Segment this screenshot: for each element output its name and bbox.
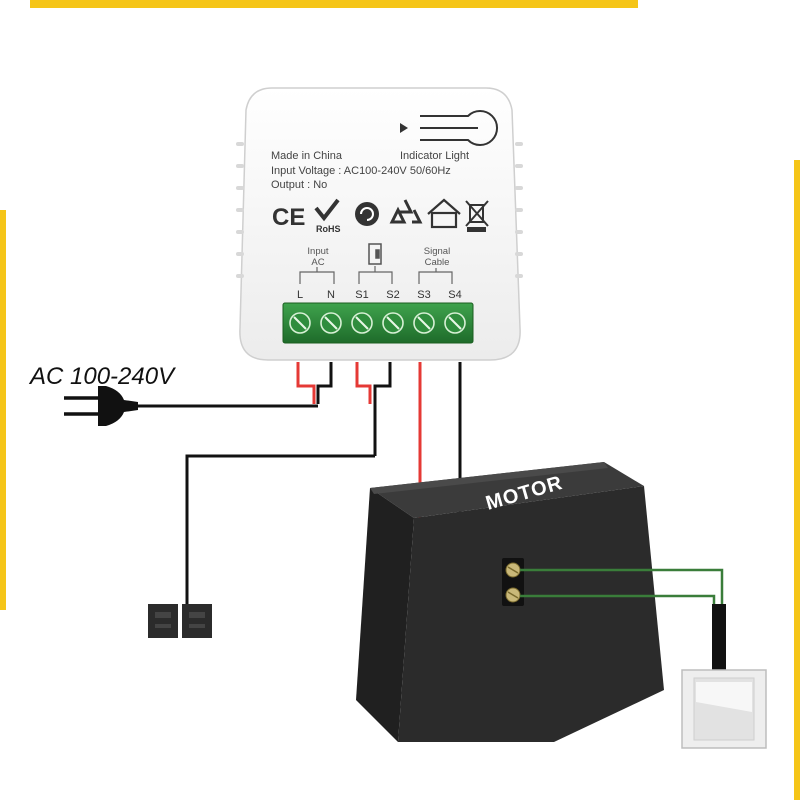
wire-sensor-cable	[185, 454, 375, 612]
supply-voltage-label: AC 100-240V	[28, 363, 176, 390]
svg-text:RoHS: RoHS	[316, 224, 341, 234]
wire-n-black	[316, 362, 333, 404]
input-ac-label-2: AC	[311, 257, 324, 268]
terminal-brackets	[299, 266, 453, 284]
accent-bar-top	[30, 0, 638, 8]
wire-s1-red	[355, 362, 372, 404]
weee-bin-icon	[465, 200, 489, 232]
ac-plug-icon	[64, 386, 138, 426]
terminal-screw-slots	[293, 316, 462, 330]
made-in-label: Made in China	[271, 150, 343, 162]
terminal-label-l: L	[297, 289, 303, 301]
wall-switch-cable	[712, 604, 726, 670]
recycle-arrows-icon	[389, 199, 423, 224]
terminal-label-s1: S1	[355, 289, 368, 301]
output-label: Output : No	[271, 179, 327, 191]
indicator-light-icon	[420, 110, 499, 146]
input-ac-label-1: Input	[307, 246, 328, 257]
motor-body	[356, 462, 664, 742]
recycling-circle-icon	[355, 202, 379, 226]
vent-slots-left	[236, 142, 244, 278]
signal-cable-label-2: Cable	[425, 257, 450, 268]
ce-mark-icon: CE	[272, 204, 305, 231]
terminal-label-s2: S2	[386, 289, 399, 301]
wire-l-red	[296, 362, 316, 404]
input-voltage-label: Input Voltage : AC100-240V 50/60Hz	[271, 165, 451, 177]
signal-cable-label-1: Signal	[424, 246, 450, 257]
wire-s2-black	[373, 362, 392, 456]
indicator-arrow-icon	[400, 123, 408, 133]
smart-switch-module: Made in China Indicator Light Input Volt…	[236, 87, 523, 361]
rohs-check-icon: RoHS	[314, 198, 341, 234]
door-sensor-mini-icon	[368, 243, 382, 265]
terminal-label-s3: S3	[417, 289, 430, 301]
wall-switch	[681, 669, 767, 749]
indicator-light-label: Indicator Light	[400, 150, 469, 162]
terminal-label-s4: S4	[448, 289, 461, 301]
magnetic-door-sensor	[148, 604, 212, 638]
accent-bar-right	[794, 160, 800, 800]
motor-terminal-block	[502, 558, 524, 606]
accent-bar-left	[0, 210, 6, 610]
wall-switch-wires	[520, 568, 724, 604]
terminal-label-n: N	[327, 289, 335, 301]
house-icon	[427, 198, 461, 229]
vent-slots-right	[515, 142, 523, 278]
